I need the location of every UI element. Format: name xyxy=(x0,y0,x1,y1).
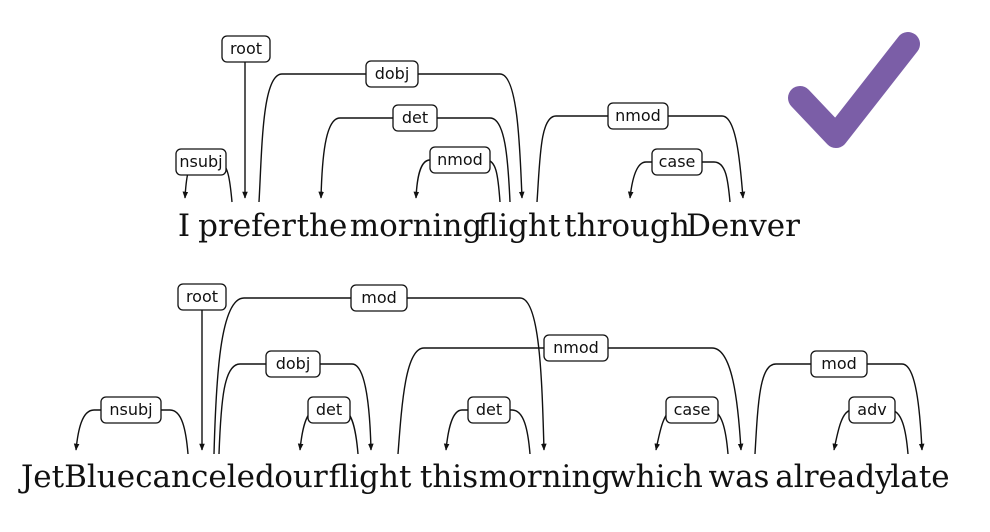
label-box xyxy=(467,396,511,424)
word: which xyxy=(609,459,703,495)
arc-label: case xyxy=(674,400,711,419)
label-box xyxy=(392,104,438,132)
label-box xyxy=(365,60,419,88)
arc-dobj: dobj xyxy=(218,350,374,455)
label-box xyxy=(607,102,669,130)
sentence-1-words: I prefer the morning flight through Denv… xyxy=(178,208,800,244)
arc-label: dobj xyxy=(276,354,311,373)
arc-line xyxy=(258,73,525,203)
arc-label: nmod xyxy=(615,106,661,125)
label-box xyxy=(543,334,609,362)
word: I xyxy=(178,208,190,244)
label-box xyxy=(429,146,491,174)
arc-label: nsubj xyxy=(109,400,152,419)
arc-label: dobj xyxy=(375,64,410,83)
arc-label: root xyxy=(230,39,262,58)
label-box xyxy=(651,148,703,176)
arc-root: root xyxy=(221,35,271,199)
checkmark-stroke xyxy=(788,32,920,148)
arc-label: adv xyxy=(857,400,886,419)
word: our xyxy=(274,459,328,495)
arc-line xyxy=(213,297,547,455)
arc-dobj: dobj xyxy=(258,60,525,203)
arc-line xyxy=(536,115,746,203)
word: prefer xyxy=(198,208,296,244)
arc-nmod-2: nmod xyxy=(536,102,746,203)
arc-label: nsubj xyxy=(179,152,222,171)
arc-mod-2: mod xyxy=(754,350,925,455)
label-box xyxy=(307,396,351,424)
word: canceled xyxy=(135,459,275,495)
sentence-1-arcs: root dobj det nmod nsubj xyxy=(175,35,746,203)
arc-adv: adv xyxy=(832,396,909,455)
sentence-2-words: JetBlue canceled our flight this morning… xyxy=(18,459,950,495)
arc-root: root xyxy=(177,283,227,451)
arc-nmod: nmod xyxy=(397,334,744,455)
word: JetBlue xyxy=(18,459,135,495)
word: morning xyxy=(479,459,612,495)
label-box xyxy=(810,350,868,378)
word: late xyxy=(890,459,949,495)
word: already xyxy=(775,459,893,495)
arc-label: mod xyxy=(361,288,397,307)
word: morning xyxy=(350,208,483,244)
label-box xyxy=(100,396,162,424)
word: was xyxy=(709,459,770,495)
label-box xyxy=(848,396,896,424)
word: flight xyxy=(329,459,412,495)
arc-label: det xyxy=(476,400,502,419)
label-box xyxy=(177,283,227,311)
arc-label: mod xyxy=(821,354,857,373)
word: the xyxy=(297,208,348,244)
arc-mod-1: mod xyxy=(213,284,547,455)
arc-det-1: det xyxy=(297,396,359,455)
sentence-2-arcs: root mod dobj nmod mod ns xyxy=(73,283,925,455)
label-box xyxy=(221,35,271,63)
arc-nsubj: nsubj xyxy=(73,396,189,455)
label-box xyxy=(175,148,227,176)
arc-label: root xyxy=(186,287,218,306)
arc-case: case xyxy=(654,396,729,455)
word: flight xyxy=(478,208,561,244)
checkmark-icon xyxy=(788,32,920,148)
arc-nmod-1: nmod xyxy=(413,146,501,203)
arc-label: case xyxy=(659,152,696,171)
arc-label: nmod xyxy=(553,338,599,357)
arc-label: nmod xyxy=(437,150,483,169)
arc-det-2: det xyxy=(443,396,531,455)
word: this xyxy=(420,459,478,495)
arc-nsubj: nsubj xyxy=(175,148,233,203)
arc-case: case xyxy=(627,148,731,203)
arc-label: det xyxy=(402,108,428,127)
label-box xyxy=(665,396,719,424)
label-box xyxy=(350,284,408,312)
arc-det: det xyxy=(318,104,511,203)
arc-label: det xyxy=(316,400,342,419)
word: through xyxy=(564,208,690,244)
word: Denver xyxy=(686,208,800,244)
label-box xyxy=(265,350,321,378)
